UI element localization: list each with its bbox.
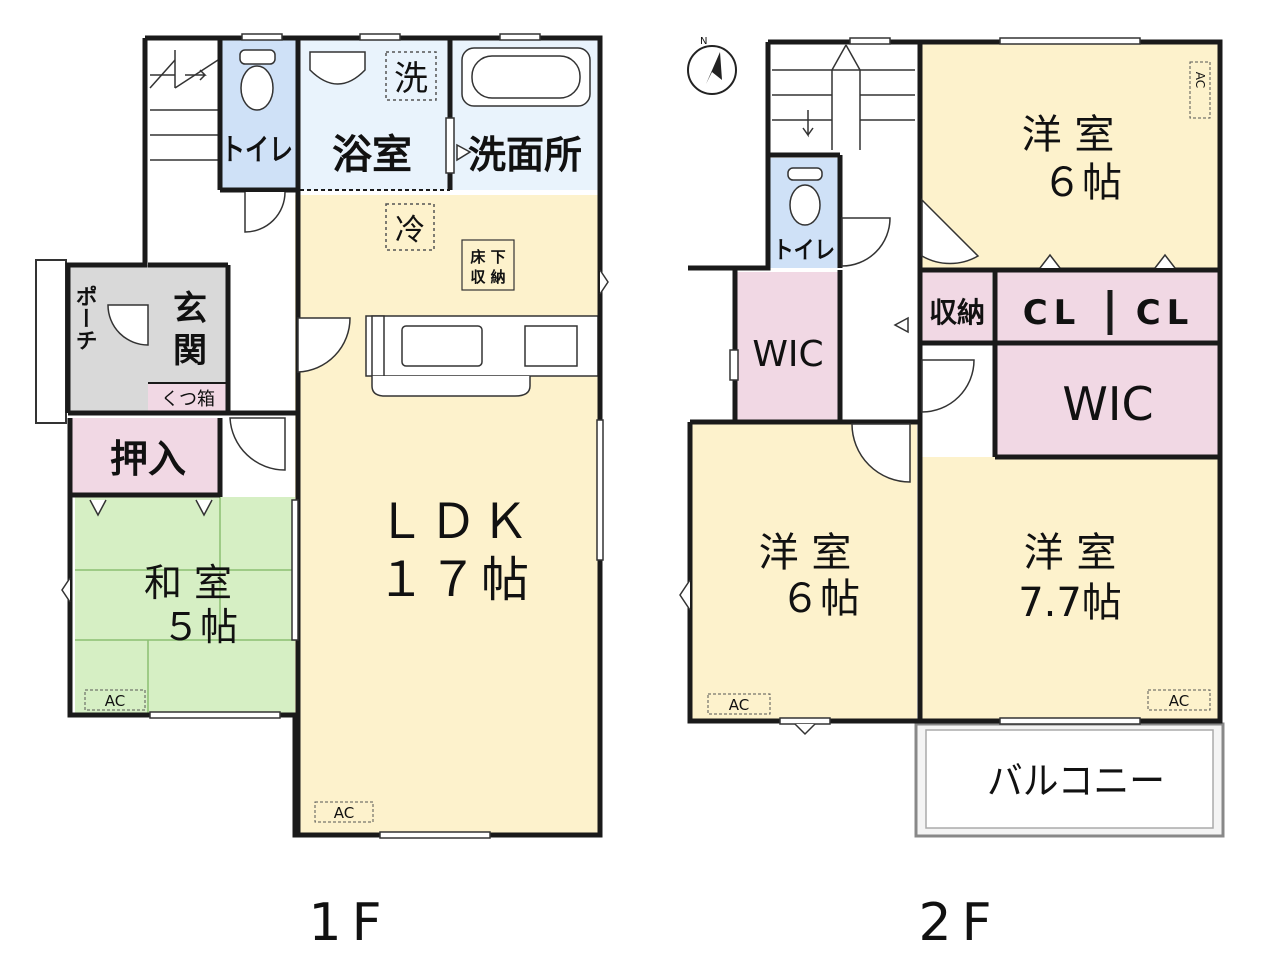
ac-box-ne — [1189, 61, 1211, 119]
storage-2f — [920, 272, 992, 342]
windows-1f — [61, 33, 609, 839]
stair-area-2f — [768, 40, 920, 155]
room-sw-label-1: 洋 室 — [759, 530, 852, 576]
storage-label-2f: 収納 — [929, 296, 985, 329]
tatami-lines — [75, 497, 295, 715]
north-compass-icon: N — [687, 36, 737, 95]
ac-label-sw: AC — [729, 696, 749, 714]
wic-right-label: WIC — [1062, 377, 1153, 431]
ldk-label-1: ＬＤＫ — [377, 494, 533, 550]
ldk-label-2: １７帖 — [377, 552, 533, 608]
ac-box-se — [1147, 689, 1211, 711]
washer-space — [385, 51, 437, 101]
entrance-label-2: 関 — [173, 331, 207, 371]
stairs-2f — [772, 44, 915, 150]
underfloor-box — [461, 239, 515, 291]
washitsu-label-2: ５帖 — [162, 605, 238, 649]
washer-label: 洗 — [394, 59, 428, 99]
doors-2f — [729, 198, 980, 483]
floor-1: トイレ 洗 浴室 洗面所 冷 床 下 収 納 玄 関 ポーチ くつ箱 押入 和 … — [35, 33, 609, 839]
floor-2-caption: 2F — [919, 893, 1002, 953]
sink-icon — [309, 51, 366, 85]
floor-1-caption: 1F — [309, 893, 392, 953]
room-se-label-2: 7.7帖 — [1018, 580, 1122, 626]
fridge-label: 冷 — [395, 213, 425, 248]
cl-label-1: CL — [1023, 293, 1082, 333]
wic-left — [735, 272, 840, 422]
toilet-icon — [239, 49, 276, 111]
room-se — [920, 457, 1220, 719]
doors-1f — [107, 117, 472, 471]
ac-box-washitsu — [84, 689, 146, 711]
closet-label-1f: 押入 — [110, 437, 186, 481]
stairs-1f — [149, 50, 219, 161]
thin-walls-1f — [148, 189, 450, 384]
toilet-icon-2f — [787, 167, 823, 226]
room-sw-label-2: ６帖 — [780, 576, 860, 622]
entrance-label-1: 玄 — [173, 289, 207, 329]
wic-right — [995, 345, 1220, 457]
room-se-label-1: 洋 室 — [1024, 530, 1117, 576]
underfloor-label-2: 収 納 — [470, 268, 505, 286]
closet-1f — [70, 418, 220, 493]
ac-box-ldk — [314, 801, 374, 823]
entrance — [148, 265, 226, 383]
ac-label-se: AC — [1169, 692, 1189, 710]
bathtub-icon — [461, 47, 591, 107]
walls-1f — [65, 35, 603, 838]
underfloor-label-1: 床 下 — [470, 248, 505, 266]
shoebox-label: くつ箱 — [161, 389, 215, 410]
room-ne-label-2: ６帖 — [1042, 160, 1122, 206]
room-ne-label-1: 洋 室 — [1022, 112, 1115, 158]
windows-2f — [679, 37, 1176, 736]
shoebox — [148, 383, 226, 411]
balcony-label: バルコニー — [987, 759, 1165, 803]
washroom-label: 洗面所 — [468, 133, 582, 177]
balcony-inner — [925, 729, 1214, 829]
washitsu-label-1: 和 室 — [144, 561, 232, 605]
kitchen-counter — [365, 315, 599, 397]
toilet-label-2f: トイレ — [773, 236, 835, 264]
ldk-room — [295, 195, 600, 835]
ac-label-ne: AC — [1193, 72, 1207, 88]
walls-2f — [687, 39, 1223, 724]
toilet-label-1f: トイレ — [221, 133, 293, 168]
floor-2: N — [679, 36, 1225, 838]
toilet-1f — [220, 40, 297, 190]
wic-left-label: WIC — [752, 334, 823, 375]
cl-label-2: CL — [1136, 293, 1195, 333]
ac-label-ldk: AC — [334, 804, 354, 822]
bath-label: 浴室 — [332, 132, 412, 178]
washitsu-room — [75, 497, 295, 715]
fridge-space — [385, 203, 435, 251]
ac-box-sw — [707, 693, 771, 715]
porch-rail — [35, 259, 67, 424]
ac-label-washitsu: AC — [105, 692, 125, 710]
room-ne — [920, 40, 1220, 270]
north-label: N — [700, 36, 707, 47]
porch-label: ポーチ — [72, 285, 97, 351]
stair-area-1f — [145, 40, 220, 188]
